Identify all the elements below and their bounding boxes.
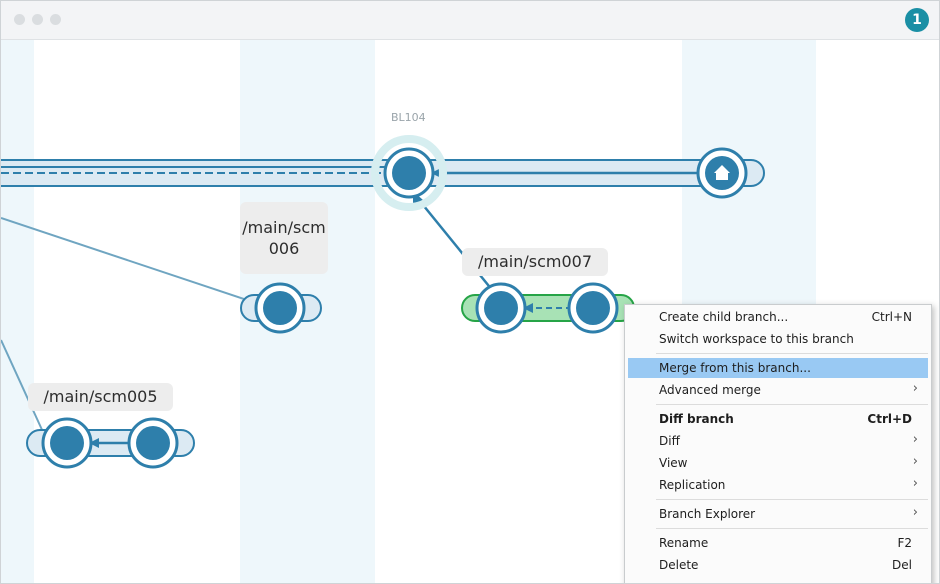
baseline-label: BL104 [391, 111, 426, 124]
menu-item-merge-from-branch[interactable]: Merge from this branch... [628, 358, 928, 378]
changeset-node-core [576, 291, 610, 325]
menu-item-label: Merge from this branch... [659, 361, 811, 375]
menu-item-label: Rename [659, 536, 709, 550]
changeset-node-core [136, 426, 170, 460]
branch-label-scm007[interactable]: /main/scm007 [462, 248, 608, 276]
chevron-right-icon: › [912, 432, 918, 447]
menu-item-rename[interactable]: Rename F2 [628, 533, 928, 553]
menu-item-branch-explorer[interactable]: Branch Explorer › [628, 504, 928, 524]
menu-item-delete[interactable]: Delete Del [628, 555, 928, 575]
menu-item-label: Diff [659, 434, 680, 448]
context-menu: Create child branch... Ctrl+N Switch wor… [624, 304, 932, 583]
branch-label-line: /main/scm [242, 218, 326, 237]
menu-item-label: Create child branch... [659, 310, 789, 324]
chevron-right-icon: › [912, 381, 918, 396]
changeset-node-core [50, 426, 84, 460]
menu-item-diff[interactable]: Diff › [628, 431, 928, 451]
menu-item-view[interactable]: View › [628, 453, 928, 473]
menu-item-advanced-merge[interactable]: Advanced merge › [628, 380, 928, 400]
menu-item-label: Switch workspace to this branch [659, 332, 854, 346]
changeset-node-core [484, 291, 518, 325]
branch-label-scm006[interactable]: /main/scm 006 [240, 202, 328, 274]
menu-item-label: Advanced merge [659, 383, 761, 397]
menu-item-replication[interactable]: Replication › [628, 475, 928, 495]
chevron-right-icon: › [912, 454, 918, 469]
parent-link-arrow [523, 303, 533, 313]
branch-link-line [1, 217, 260, 305]
menu-separator [656, 353, 928, 354]
notification-badge[interactable]: 1 [905, 8, 929, 32]
changeset-node-core [392, 156, 426, 190]
menu-item-label: Delete [659, 558, 699, 572]
menu-item-create-child-branch[interactable]: Create child branch... Ctrl+N [628, 307, 928, 327]
branch-link-line [418, 199, 498, 297]
menu-item-shortcut: Ctrl+N [871, 310, 912, 324]
baseline-halo [371, 135, 447, 211]
menu-item-shortcut: F2 [897, 536, 912, 550]
home-icon [714, 165, 730, 173]
time-stripe [1, 40, 34, 583]
menu-item-label: Branch Explorer [659, 507, 756, 521]
changeset-node-core [263, 291, 297, 325]
menu-item-label: Diff branch [659, 412, 734, 426]
window-close-dot[interactable] [14, 14, 25, 25]
chevron-right-icon: › [912, 476, 918, 491]
parent-link-arrow [431, 168, 441, 178]
branch-label-line: 006 [268, 239, 300, 258]
menu-item-switch-workspace[interactable]: Switch workspace to this branch [628, 329, 928, 349]
menu-item-label: Replication [659, 478, 726, 492]
menu-separator [656, 404, 928, 405]
menu-item-shortcut: Ctrl+D [867, 412, 912, 426]
menu-separator [656, 528, 928, 529]
menu-separator [656, 499, 928, 500]
menu-item-shortcut: Del [892, 558, 912, 572]
branch-explorer-graph [1, 135, 765, 469]
branch-link-line [1, 339, 44, 433]
parent-link-arrow [89, 438, 99, 448]
window-maximize-dot[interactable] [50, 14, 61, 25]
branch-label-scm005[interactable]: /main/scm005 [28, 383, 173, 411]
title-bar: 1 [1, 1, 939, 40]
menu-item-label: View [659, 456, 688, 470]
window-minimize-dot[interactable] [32, 14, 43, 25]
chevron-right-icon: › [912, 505, 918, 520]
menu-item-diff-branch[interactable]: Diff branch Ctrl+D [628, 409, 928, 429]
home-icon-body [716, 173, 728, 180]
